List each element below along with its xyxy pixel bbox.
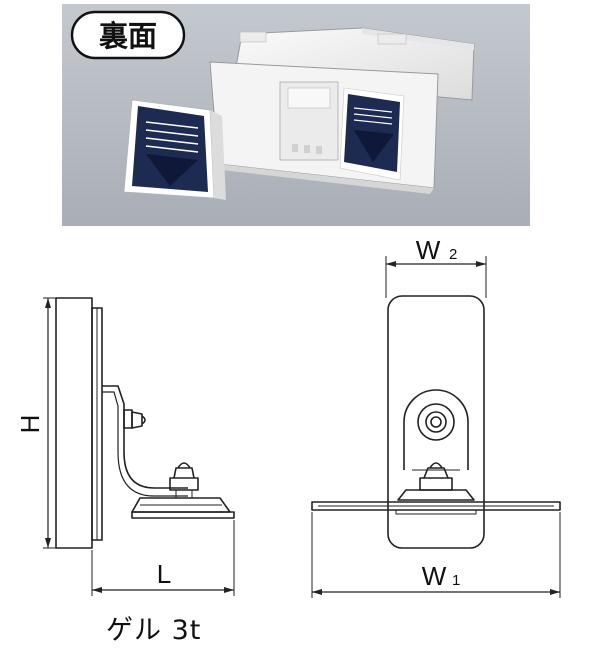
length-label: L: [157, 559, 171, 589]
back-side-badge: 裏面: [70, 10, 186, 60]
side-base: [131, 497, 235, 519]
warning-sticker-left: [123, 99, 226, 200]
front-base: [311, 501, 561, 515]
front-pivot: [403, 389, 469, 471]
front-plate: [387, 295, 485, 549]
front-lower-bolt: [397, 462, 475, 501]
warning-sticker-right: [339, 87, 405, 181]
side-lower-bolt: [169, 462, 199, 498]
front-view: [311, 256, 561, 598]
length-dimension: [91, 520, 235, 596]
technical-drawing: H L W 2 W 1: [15, 235, 561, 598]
top-width-dimension: [385, 256, 487, 298]
bottom-width-label: W: [422, 561, 447, 591]
side-plate-outer: [55, 297, 93, 549]
bottom-width-dimension: [311, 512, 561, 598]
top-width-subscript: 2: [449, 246, 457, 263]
top-width-label: W: [416, 235, 441, 265]
gel-thickness-caption: ゲル 3t: [106, 615, 202, 646]
bottom-width-subscript: 1: [452, 572, 460, 589]
height-label: H: [15, 415, 45, 434]
side-view: [43, 297, 235, 596]
side-upper-bolt: [123, 409, 146, 429]
back-side-badge-label: 裏面: [99, 19, 157, 53]
height-dimension: [43, 297, 90, 549]
product-photo: 裏面: [62, 4, 530, 226]
